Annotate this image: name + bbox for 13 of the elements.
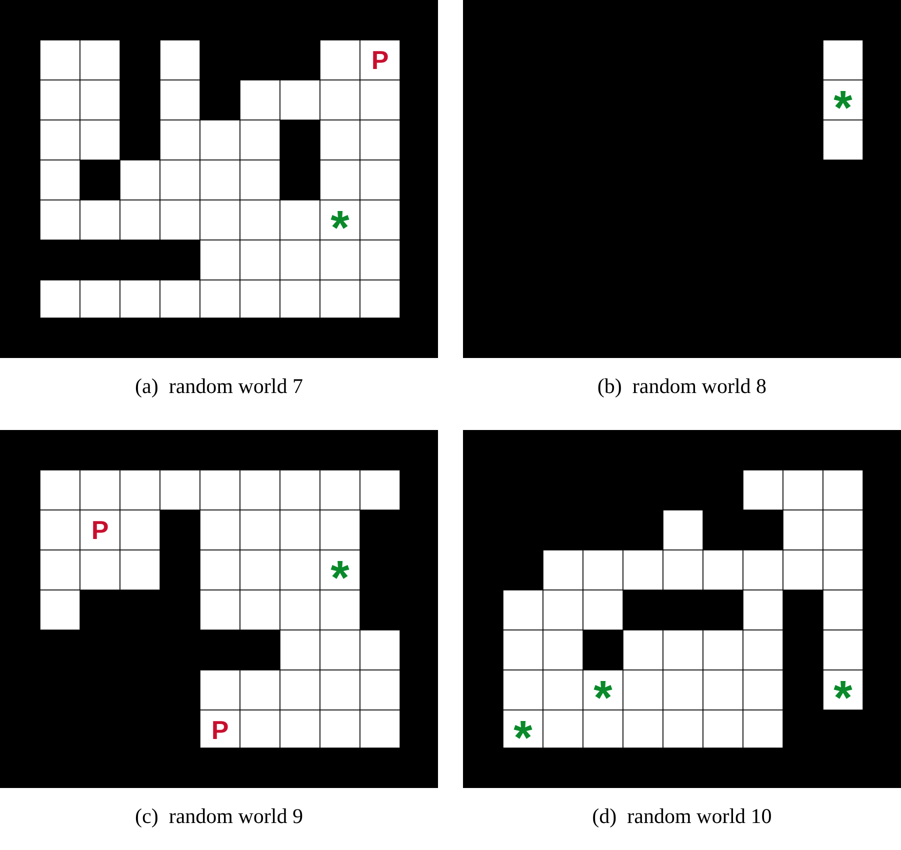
figure-caption: (a) random world 7 [134, 374, 304, 399]
asterisk-symbol: * [592, 671, 614, 710]
asterisk-symbol: * [330, 551, 350, 590]
asterisk-symbol: * [832, 81, 854, 120]
figure-caption: (d) random world 10 [591, 804, 773, 829]
cell-letter: P [210, 714, 230, 747]
cell-letter: P [90, 514, 110, 547]
cell-letter: P [370, 44, 390, 77]
asterisk-symbol: * [330, 201, 350, 240]
asterisk-symbol: * [832, 671, 854, 710]
figure-caption: (c) random world 9 [134, 804, 304, 829]
figure-caption: (b) random world 8 [596, 374, 768, 399]
asterisk-symbol: * [512, 711, 534, 750]
